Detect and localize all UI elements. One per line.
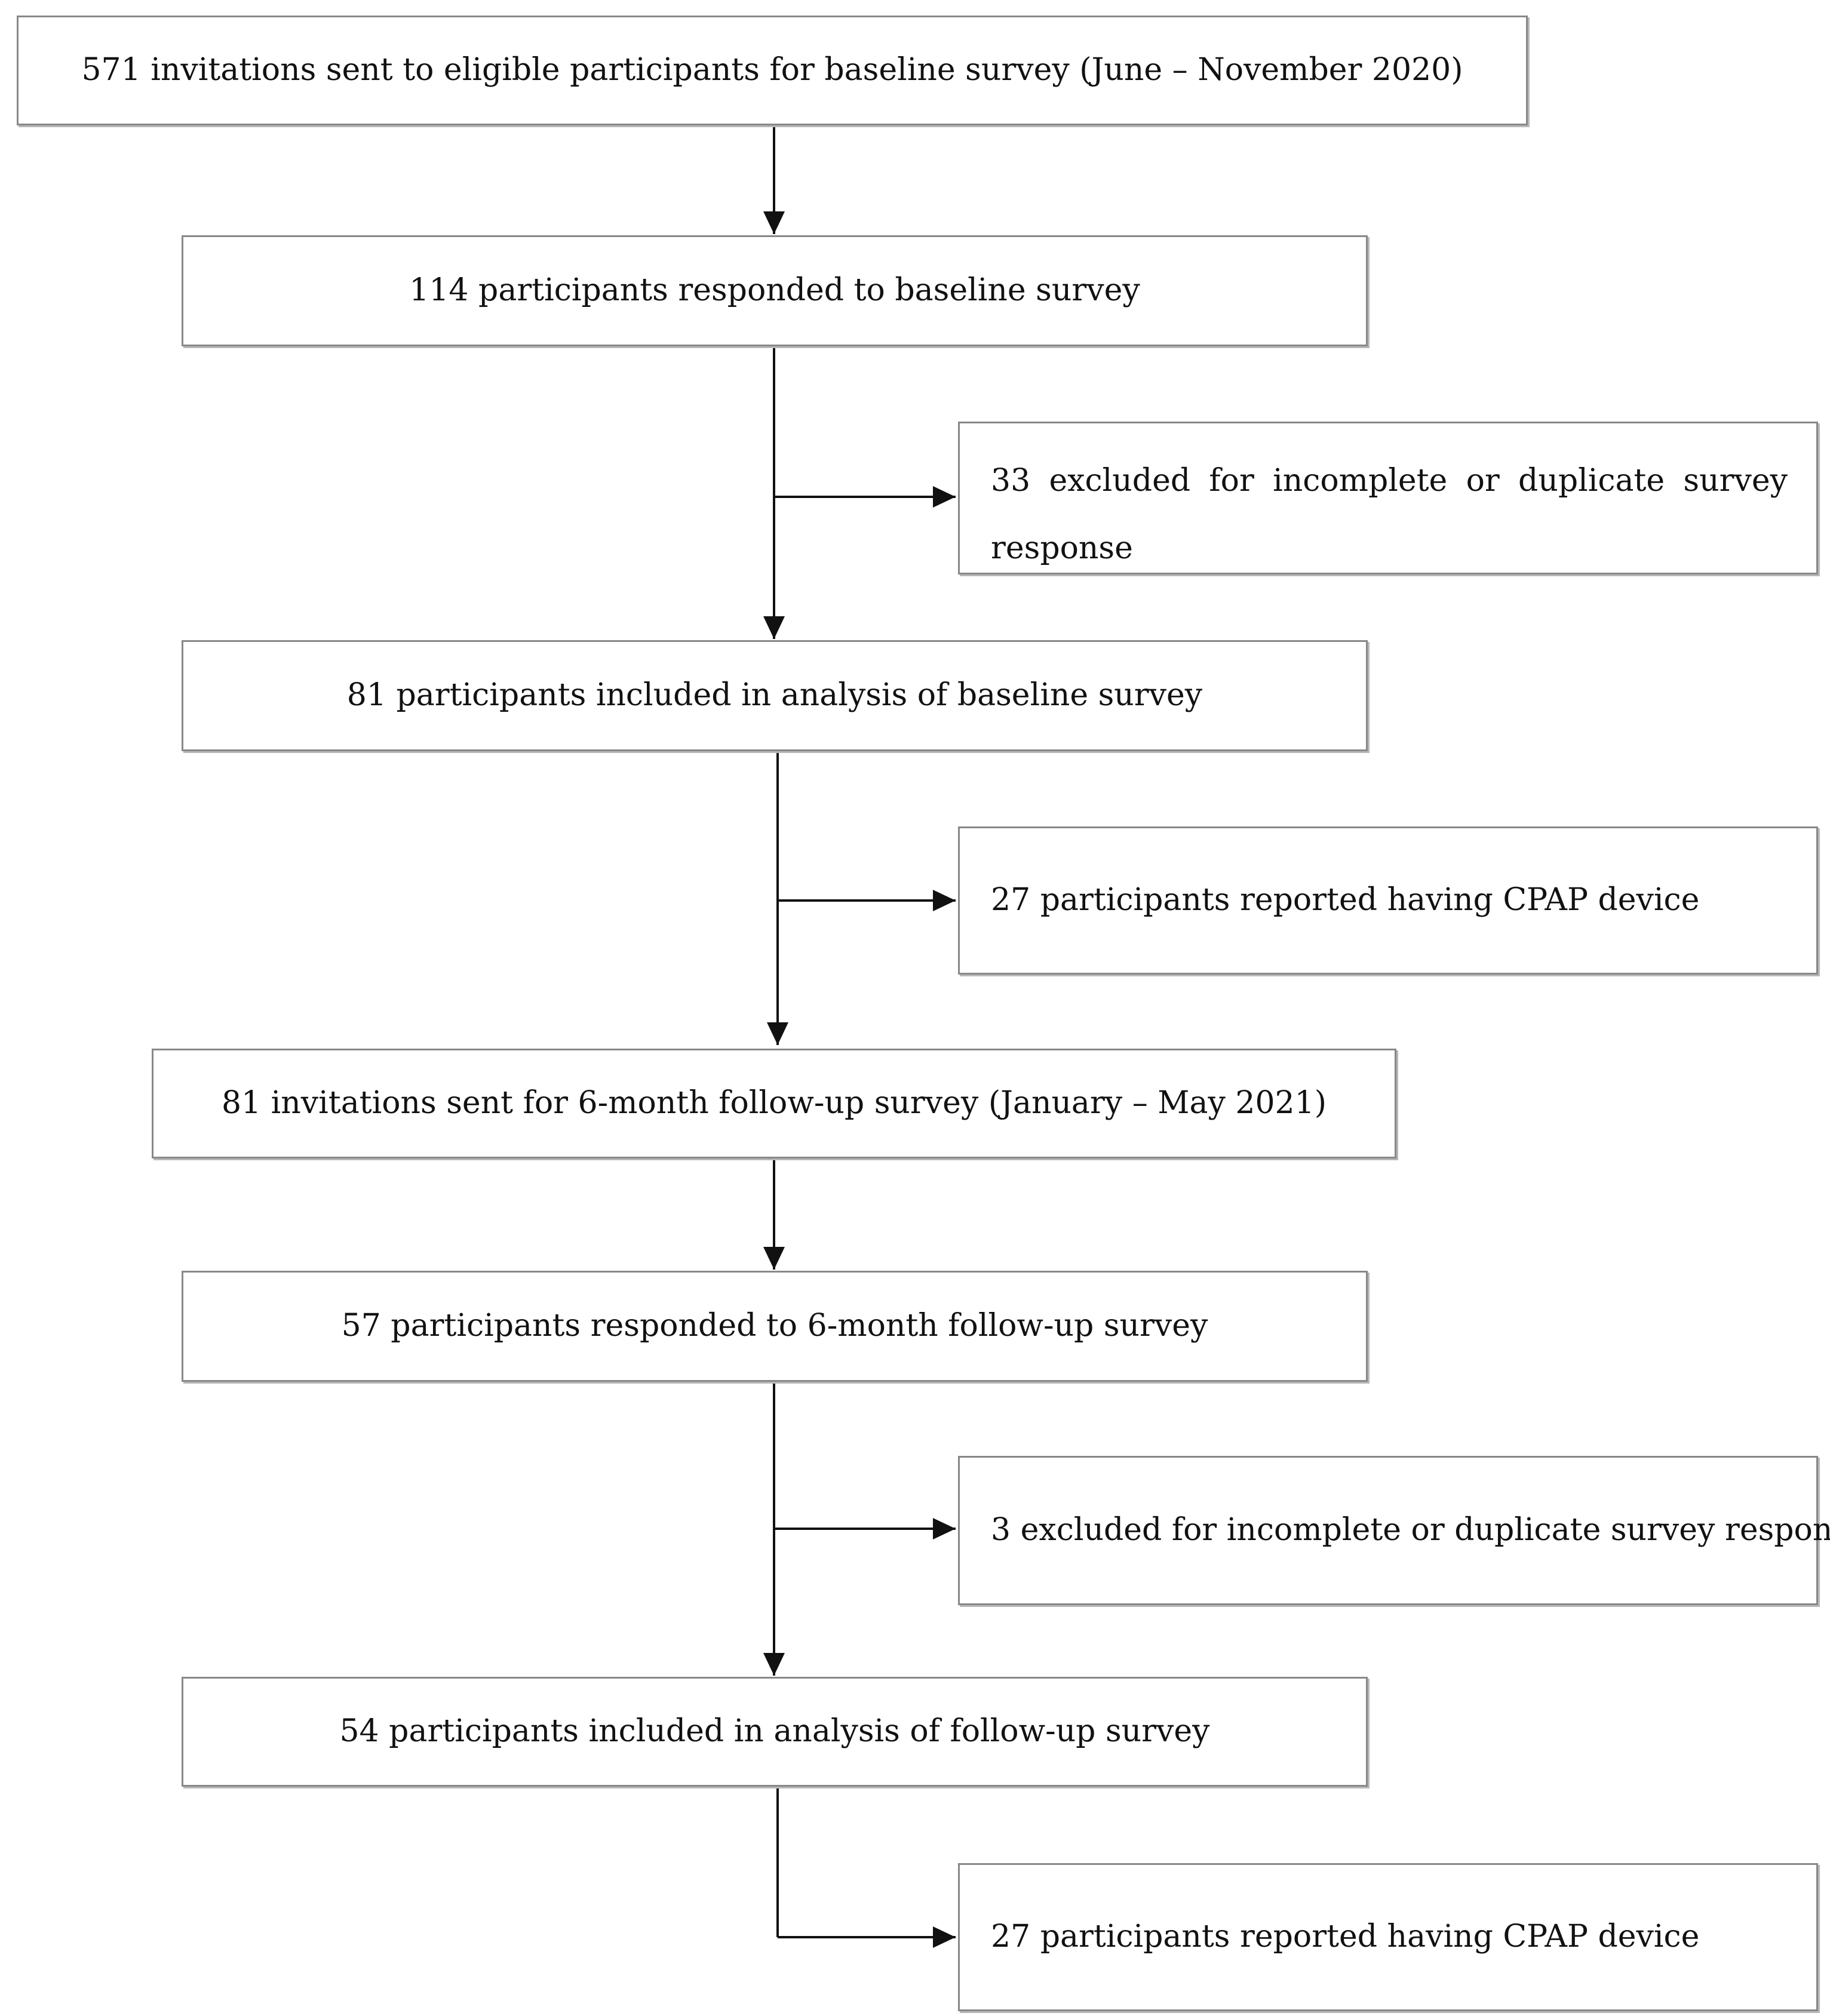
box-cpap-baseline: 27 participants reported having CPAP dev…	[958, 826, 1818, 975]
box-excluded-baseline-text-line1: 33 excluded for incomplete or duplicate …	[991, 463, 1788, 499]
arrowhead	[763, 1247, 785, 1270]
arrowhead	[933, 890, 956, 911]
box-excluded-baseline: 33 excluded for incomplete or duplicate …	[958, 422, 1818, 574]
arrowhead	[933, 1926, 956, 1948]
box-cpap-baseline-text: 27 participants reported having CPAP dev…	[991, 882, 1700, 918]
arrowhead	[763, 616, 785, 639]
box-invitations-baseline: 571 invitations sent to eligible partici…	[17, 16, 1528, 125]
box-responded-baseline: 114 participants responded to baseline s…	[182, 235, 1368, 346]
arrowhead	[763, 211, 785, 234]
box-invitations-baseline-text: 571 invitations sent to eligible partici…	[81, 52, 1463, 88]
box-invitations-followup: 81 invitations sent for 6-month follow-u…	[152, 1049, 1396, 1158]
box-excluded-baseline-text-line2: response	[991, 530, 1133, 566]
box-cpap-followup-text: 27 participants reported having CPAP dev…	[991, 1919, 1700, 1955]
box-responded-followup: 57 participants responded to 6-month fol…	[182, 1271, 1368, 1382]
box-included-followup: 54 participants included in analysis of …	[182, 1677, 1368, 1787]
box-responded-baseline-text: 114 participants responded to baseline s…	[409, 272, 1140, 309]
box-cpap-followup: 27 participants reported having CPAP dev…	[958, 1863, 1818, 2011]
box-included-baseline-text: 81 participants included in analysis of …	[346, 677, 1203, 714]
box-responded-followup-text: 57 participants responded to 6-month fol…	[341, 1308, 1208, 1344]
box-included-followup-text: 54 participants included in analysis of …	[339, 1713, 1210, 1750]
arrowhead	[763, 1653, 785, 1676]
box-excluded-followup-text: 3 excluded for incomplete or duplicate s…	[991, 1512, 1830, 1548]
box-excluded-followup: 3 excluded for incomplete or duplicate s…	[958, 1456, 1830, 1605]
arrowhead	[933, 486, 956, 508]
arrowhead	[933, 1518, 956, 1539]
box-included-baseline: 81 participants included in analysis of …	[182, 640, 1368, 751]
box-invitations-followup-text: 81 invitations sent for 6-month follow-u…	[221, 1085, 1327, 1121]
arrowhead	[767, 1022, 788, 1045]
